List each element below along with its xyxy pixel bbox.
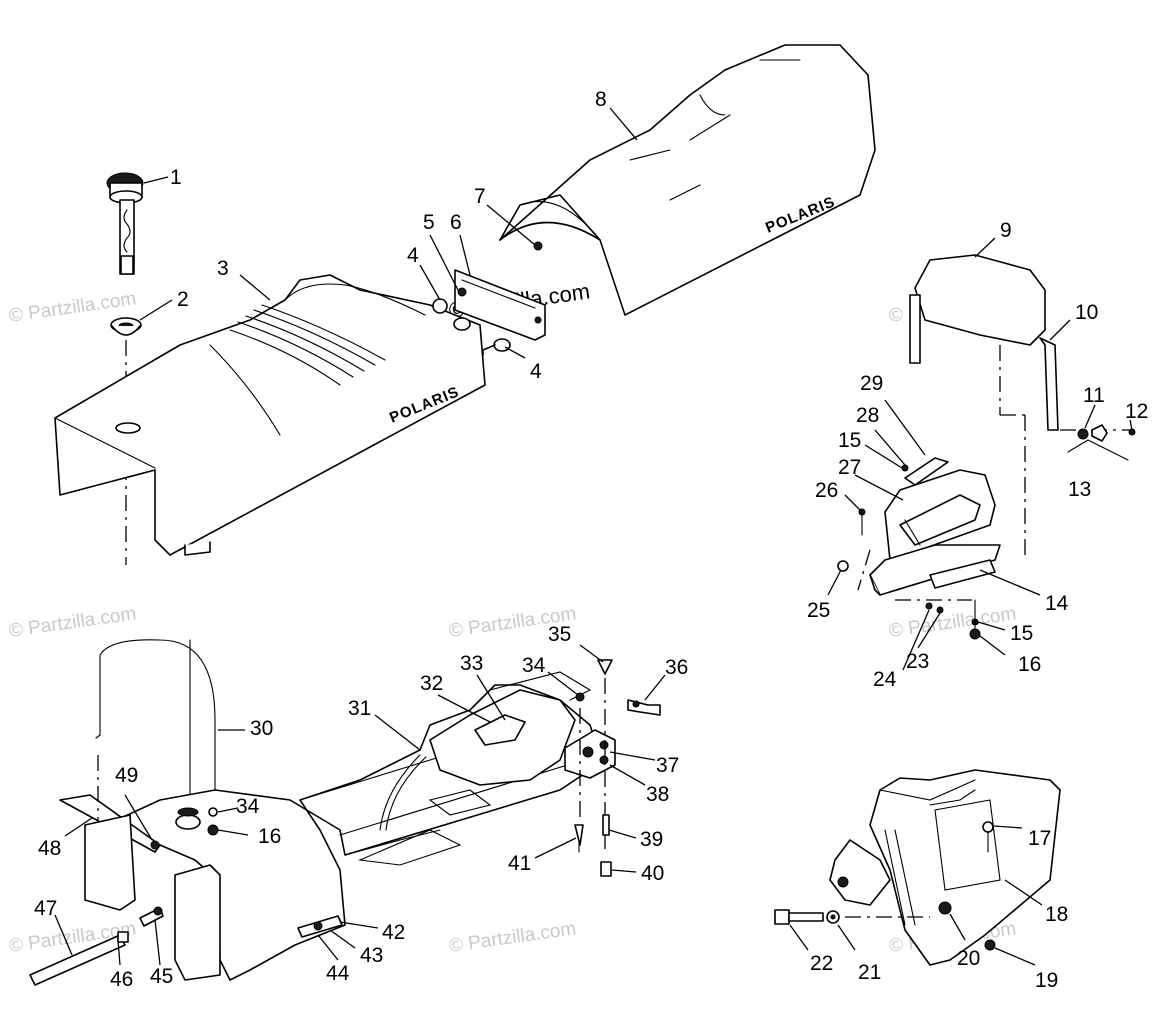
callout-47: 47 <box>34 897 57 920</box>
callout-31: 31 <box>348 697 371 720</box>
callout-45: 45 <box>150 965 173 988</box>
seat-pad-part: POLARIS <box>499 44 876 316</box>
callout-16: 16 <box>1018 653 1041 676</box>
callout-21: 21 <box>858 961 881 984</box>
callout-29: 29 <box>860 372 883 395</box>
callout-13: 13 <box>1068 478 1091 501</box>
callout-33: 33 <box>460 652 483 675</box>
callout-2: 2 <box>177 288 189 311</box>
callout-32: 32 <box>420 672 443 695</box>
callout-9: 9 <box>1000 219 1012 242</box>
callout-48: 48 <box>38 837 61 860</box>
callout-19: 19 <box>1035 969 1058 992</box>
leader-lines <box>54 107 1133 966</box>
seat-cover-part: POLARIS <box>54 274 486 556</box>
callout-25: 25 <box>807 599 830 622</box>
callout-27: 27 <box>838 456 861 479</box>
callout-24: 24 <box>873 668 897 691</box>
callout-10: 10 <box>1075 301 1098 324</box>
callout-40: 40 <box>641 862 664 885</box>
callout-35: 35 <box>548 623 571 646</box>
callout-20: 20 <box>957 947 980 970</box>
callout-11: 11 <box>1083 384 1105 407</box>
callout-8: 8 <box>595 88 607 111</box>
callout-3: 3 <box>217 257 229 280</box>
grommet-part <box>110 317 142 336</box>
callout-14: 14 <box>1045 592 1069 615</box>
callout-4b: 4 <box>530 360 542 383</box>
watermark: © Partzilla.com <box>8 603 138 642</box>
callout-4: 4 <box>407 244 419 267</box>
callout-17: 17 <box>1028 827 1051 850</box>
fuel-tank-parts <box>29 639 661 986</box>
callout-42: 42 <box>382 921 405 944</box>
callout-15: 15 <box>838 429 861 452</box>
callout-26: 26 <box>815 479 838 502</box>
callout-16b: 16 <box>258 825 281 848</box>
callout-34b: 34 <box>236 795 260 818</box>
callout-5: 5 <box>423 211 435 234</box>
watermark: © Partzilla.com <box>888 603 1018 642</box>
callout-22: 22 <box>810 952 833 975</box>
callout-23: 23 <box>906 650 929 673</box>
callout-39: 39 <box>640 828 663 851</box>
callout-6: 6 <box>450 211 462 234</box>
callout-37: 37 <box>656 754 679 777</box>
callout-labels: 1 2 3 4 4 5 6 7 8 9 10 11 12 13 14 15 15… <box>34 88 1148 992</box>
callout-38: 38 <box>646 783 669 806</box>
callout-18: 18 <box>1045 903 1068 926</box>
callout-7: 7 <box>474 185 486 208</box>
callout-1: 1 <box>170 166 182 189</box>
callout-15b: 15 <box>1010 622 1033 645</box>
callout-28: 28 <box>856 404 879 427</box>
callout-30: 30 <box>250 717 273 740</box>
backrest-parts <box>837 254 1136 640</box>
watermark: © Partzilla.com <box>448 918 578 957</box>
callout-46: 46 <box>110 968 133 991</box>
callout-49: 49 <box>115 764 138 787</box>
callout-41: 41 <box>508 852 531 875</box>
callout-43: 43 <box>360 944 383 967</box>
callout-44: 44 <box>326 962 350 985</box>
callout-12: 12 <box>1125 400 1148 423</box>
fuel-cap-part <box>106 172 144 275</box>
rear-bumper-parts <box>774 769 1061 966</box>
callout-36: 36 <box>665 656 688 679</box>
callout-34: 34 <box>522 654 546 677</box>
